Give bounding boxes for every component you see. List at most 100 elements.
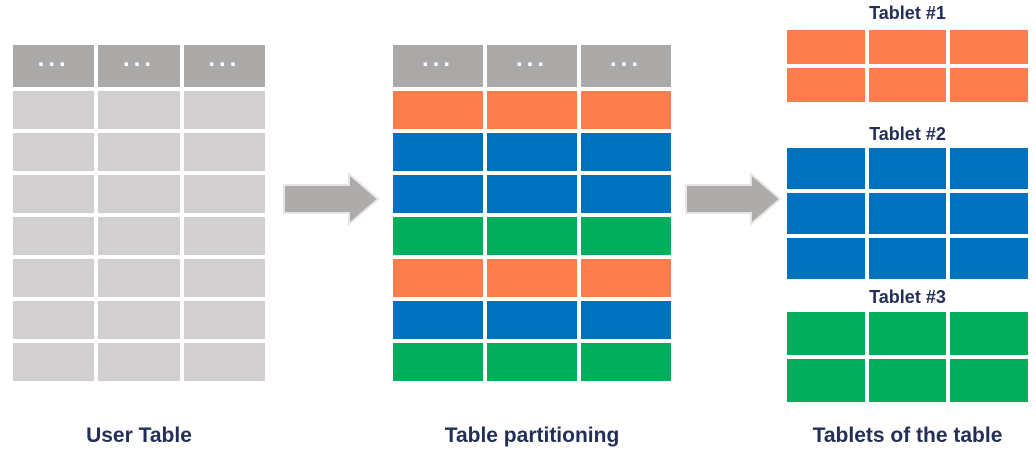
table-cell [581, 175, 671, 213]
table-cell [487, 343, 577, 381]
table-cell [13, 175, 95, 213]
table-cell [98, 343, 180, 381]
right-arrow-icon [283, 172, 380, 226]
table-cell [950, 30, 1029, 64]
table-cell [98, 217, 180, 255]
tablets-column: Tablet #1 Tablet #2 Tablet #3 [787, 0, 1029, 458]
table-cell [581, 301, 671, 339]
table-cell [13, 259, 95, 297]
table-cell [487, 91, 577, 129]
table-row [393, 133, 671, 171]
table-cell [393, 259, 483, 297]
table-cell [581, 217, 671, 255]
table-header-cell: ... [487, 45, 577, 87]
table-cell [868, 148, 947, 189]
table-cell [787, 30, 865, 64]
table-header-cell: ... [98, 45, 180, 87]
table-cell [868, 312, 947, 355]
table-cell [581, 133, 671, 171]
table-cell [13, 301, 95, 339]
tablet-1-title: Tablet #1 [869, 3, 946, 23]
ellipsis-text: ... [122, 45, 155, 72]
table-cell [183, 133, 265, 171]
table-cell [183, 343, 265, 381]
table-row [13, 175, 265, 213]
table-cell [487, 217, 577, 255]
table-cell [787, 193, 865, 234]
table-cell [787, 238, 865, 279]
table-header-cell: ... [581, 45, 671, 87]
partitioned-table-label: Table partitioning [444, 424, 620, 447]
table-row [787, 148, 1029, 189]
table-cell [787, 312, 865, 355]
tablets-label: Tablets of the table [812, 424, 1003, 447]
table-cell [950, 148, 1029, 189]
table-row [13, 301, 265, 339]
table-cell [950, 193, 1029, 234]
ellipsis-text: ... [208, 45, 241, 72]
table-cell [868, 238, 947, 279]
table-cell [787, 148, 865, 189]
table-row [393, 217, 671, 255]
table-cell [950, 238, 1029, 279]
table-header-cell: ... [183, 45, 265, 87]
partitioned-table: ......... [393, 45, 671, 381]
table-cell [98, 91, 180, 129]
table-row [787, 238, 1029, 279]
table-cell [13, 91, 95, 129]
table-cell [183, 91, 265, 129]
table-cell [950, 359, 1029, 402]
table-row [13, 343, 265, 381]
tablet-3-title: Tablet #3 [869, 287, 946, 307]
user-table: ......... [13, 45, 265, 381]
table-header-row: ......... [393, 45, 671, 87]
table-cell [950, 312, 1029, 355]
table-cell [98, 259, 180, 297]
table-row [787, 359, 1029, 402]
table-cell [787, 68, 865, 102]
table-cell [98, 133, 180, 171]
table-cell [393, 301, 483, 339]
table-cell [183, 301, 265, 339]
table-row [393, 301, 671, 339]
table-cell [868, 193, 947, 234]
table-row [13, 91, 265, 129]
table-cell [13, 343, 95, 381]
ellipsis-text: ... [609, 45, 642, 72]
ellipsis-text: ... [37, 45, 70, 72]
right-arrow-icon [685, 172, 782, 226]
tablet-2-title: Tablet #2 [869, 124, 946, 144]
table-row [393, 259, 671, 297]
ellipsis-text: ... [515, 45, 548, 72]
table-cell [393, 175, 483, 213]
table-cell [13, 217, 95, 255]
table-row [787, 68, 1029, 102]
table-cell [393, 91, 483, 129]
user-table-label: User Table [86, 424, 192, 447]
table-cell [183, 175, 265, 213]
table-row [787, 312, 1029, 355]
table-cell [868, 30, 947, 64]
table-cell [950, 68, 1029, 102]
table-cell [868, 68, 947, 102]
table-cell [487, 175, 577, 213]
table-row [13, 259, 265, 297]
table-cell [393, 217, 483, 255]
table-cell [581, 91, 671, 129]
table-cell [98, 301, 180, 339]
table-cell [581, 343, 671, 381]
table-header-row: ......... [13, 45, 265, 87]
tablet-grid [787, 30, 1029, 102]
table-cell [581, 259, 671, 297]
table-cell [393, 133, 483, 171]
tablet-grid [787, 312, 1029, 402]
ellipsis-text: ... [421, 45, 454, 72]
table-header-cell: ... [393, 45, 483, 87]
table-cell [183, 259, 265, 297]
table-cell [868, 359, 947, 402]
tablet-grid [787, 148, 1029, 279]
table-row [787, 193, 1029, 234]
table-row [393, 91, 671, 129]
table-cell [487, 259, 577, 297]
table-cell [487, 301, 577, 339]
